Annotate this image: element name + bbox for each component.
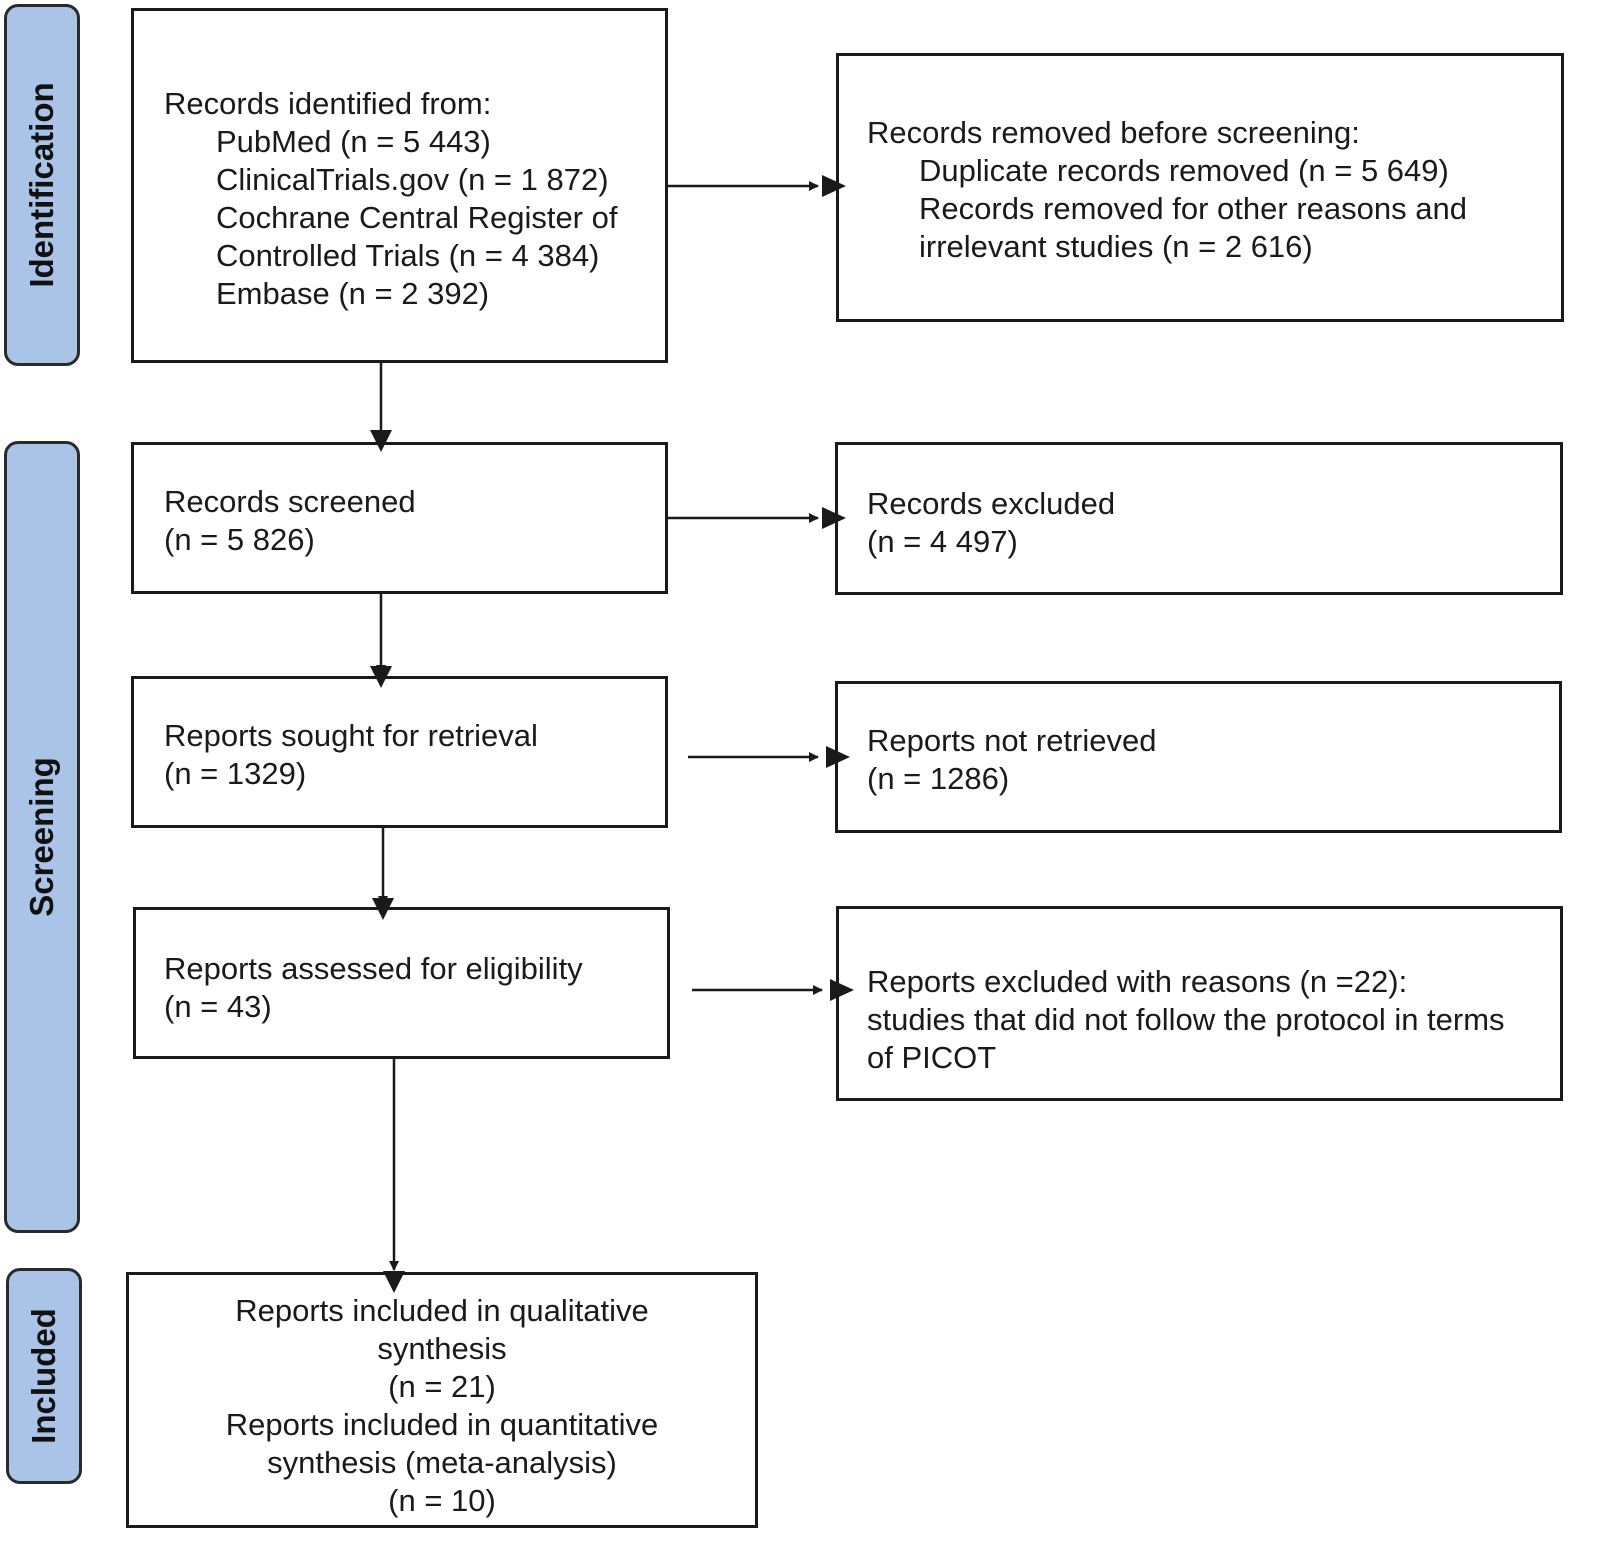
- source-pubmed: PubMed (n = 5 443): [216, 124, 491, 159]
- irrelevant-removed: irrelevant studies (n = 2 616): [919, 229, 1313, 264]
- reports-sought-label: Reports sought for retrieval: [164, 718, 538, 753]
- quantitative-label-2: synthesis (meta-analysis): [267, 1445, 617, 1480]
- arrowhead-screened: [370, 430, 392, 452]
- stage-identification: Identification: [4, 4, 80, 366]
- reports-assessed-box: Reports assessed for eligibility (n = 43…: [133, 907, 670, 1059]
- stage-screening: Screening: [4, 441, 80, 1233]
- qualitative-label-2: synthesis: [377, 1331, 507, 1366]
- reports-excluded-reasons-heading: Reports excluded with reasons (n =22):: [867, 964, 1408, 999]
- records-identified-heading: Records identified from:: [164, 86, 492, 121]
- reports-sought-count: (n = 1329): [164, 756, 307, 791]
- other-reasons-removed: Records removed for other reasons and: [919, 191, 1467, 226]
- arrowhead-excluded: [822, 507, 846, 529]
- arrowhead-removed: [822, 175, 846, 197]
- quantitative-count: (n = 10): [388, 1483, 496, 1518]
- arrowhead-included: [383, 1271, 405, 1293]
- reports-included-box: Reports included in qualitative synthesi…: [126, 1272, 758, 1528]
- records-identified-box: Records identified from: PubMed (n = 5 4…: [131, 8, 668, 363]
- stage-included: Included: [6, 1268, 82, 1484]
- qualitative-count: (n = 21): [388, 1369, 496, 1404]
- reports-excluded-reasons-detail-2: of PICOT: [867, 1040, 997, 1075]
- records-removed-box: Records removed before screening: Duplic…: [836, 53, 1564, 322]
- source-clinicaltrials: ClinicalTrials.gov (n = 1 872): [216, 162, 609, 197]
- quantitative-label: Reports included in quantitative: [225, 1407, 659, 1442]
- duplicates-removed: Duplicate records removed (n = 5 649): [919, 153, 1449, 188]
- reports-excluded-reasons-box: Reports excluded with reasons (n =22): s…: [836, 906, 1563, 1101]
- records-excluded-count: (n = 4 497): [867, 524, 1018, 559]
- reports-assessed-label: Reports assessed for eligibility: [164, 951, 583, 986]
- records-screened-box: Records screened (n = 5 826): [131, 442, 668, 594]
- reports-sought-box: Reports sought for retrieval (n = 1329): [131, 676, 668, 828]
- records-removed-heading: Records removed before screening:: [867, 115, 1360, 150]
- reports-assessed-count: (n = 43): [164, 989, 272, 1024]
- records-excluded-label: Records excluded: [867, 486, 1116, 521]
- arrowhead-sought: [370, 666, 392, 688]
- reports-not-retrieved-count: (n = 1286): [867, 761, 1010, 796]
- reports-not-retrieved-box: Reports not retrieved (n = 1286): [835, 681, 1562, 833]
- arrowhead-not-retrieved: [826, 746, 850, 768]
- source-cochrane-count: Controlled Trials (n = 4 384): [216, 238, 600, 273]
- arrowhead-assessed: [372, 898, 394, 920]
- source-embase: Embase (n = 2 392): [216, 276, 490, 311]
- arrowhead-excluded-reasons: [830, 979, 854, 1001]
- records-screened-label: Records screened: [164, 484, 416, 519]
- records-screened-count: (n = 5 826): [164, 522, 315, 557]
- records-excluded-box: Records excluded (n = 4 497): [835, 442, 1563, 595]
- qualitative-label: Reports included in qualitative: [235, 1293, 649, 1328]
- reports-excluded-reasons-detail: studies that did not follow the protocol…: [867, 1002, 1505, 1037]
- reports-not-retrieved-label: Reports not retrieved: [867, 723, 1157, 758]
- source-cochrane: Cochrane Central Register of: [216, 200, 618, 235]
